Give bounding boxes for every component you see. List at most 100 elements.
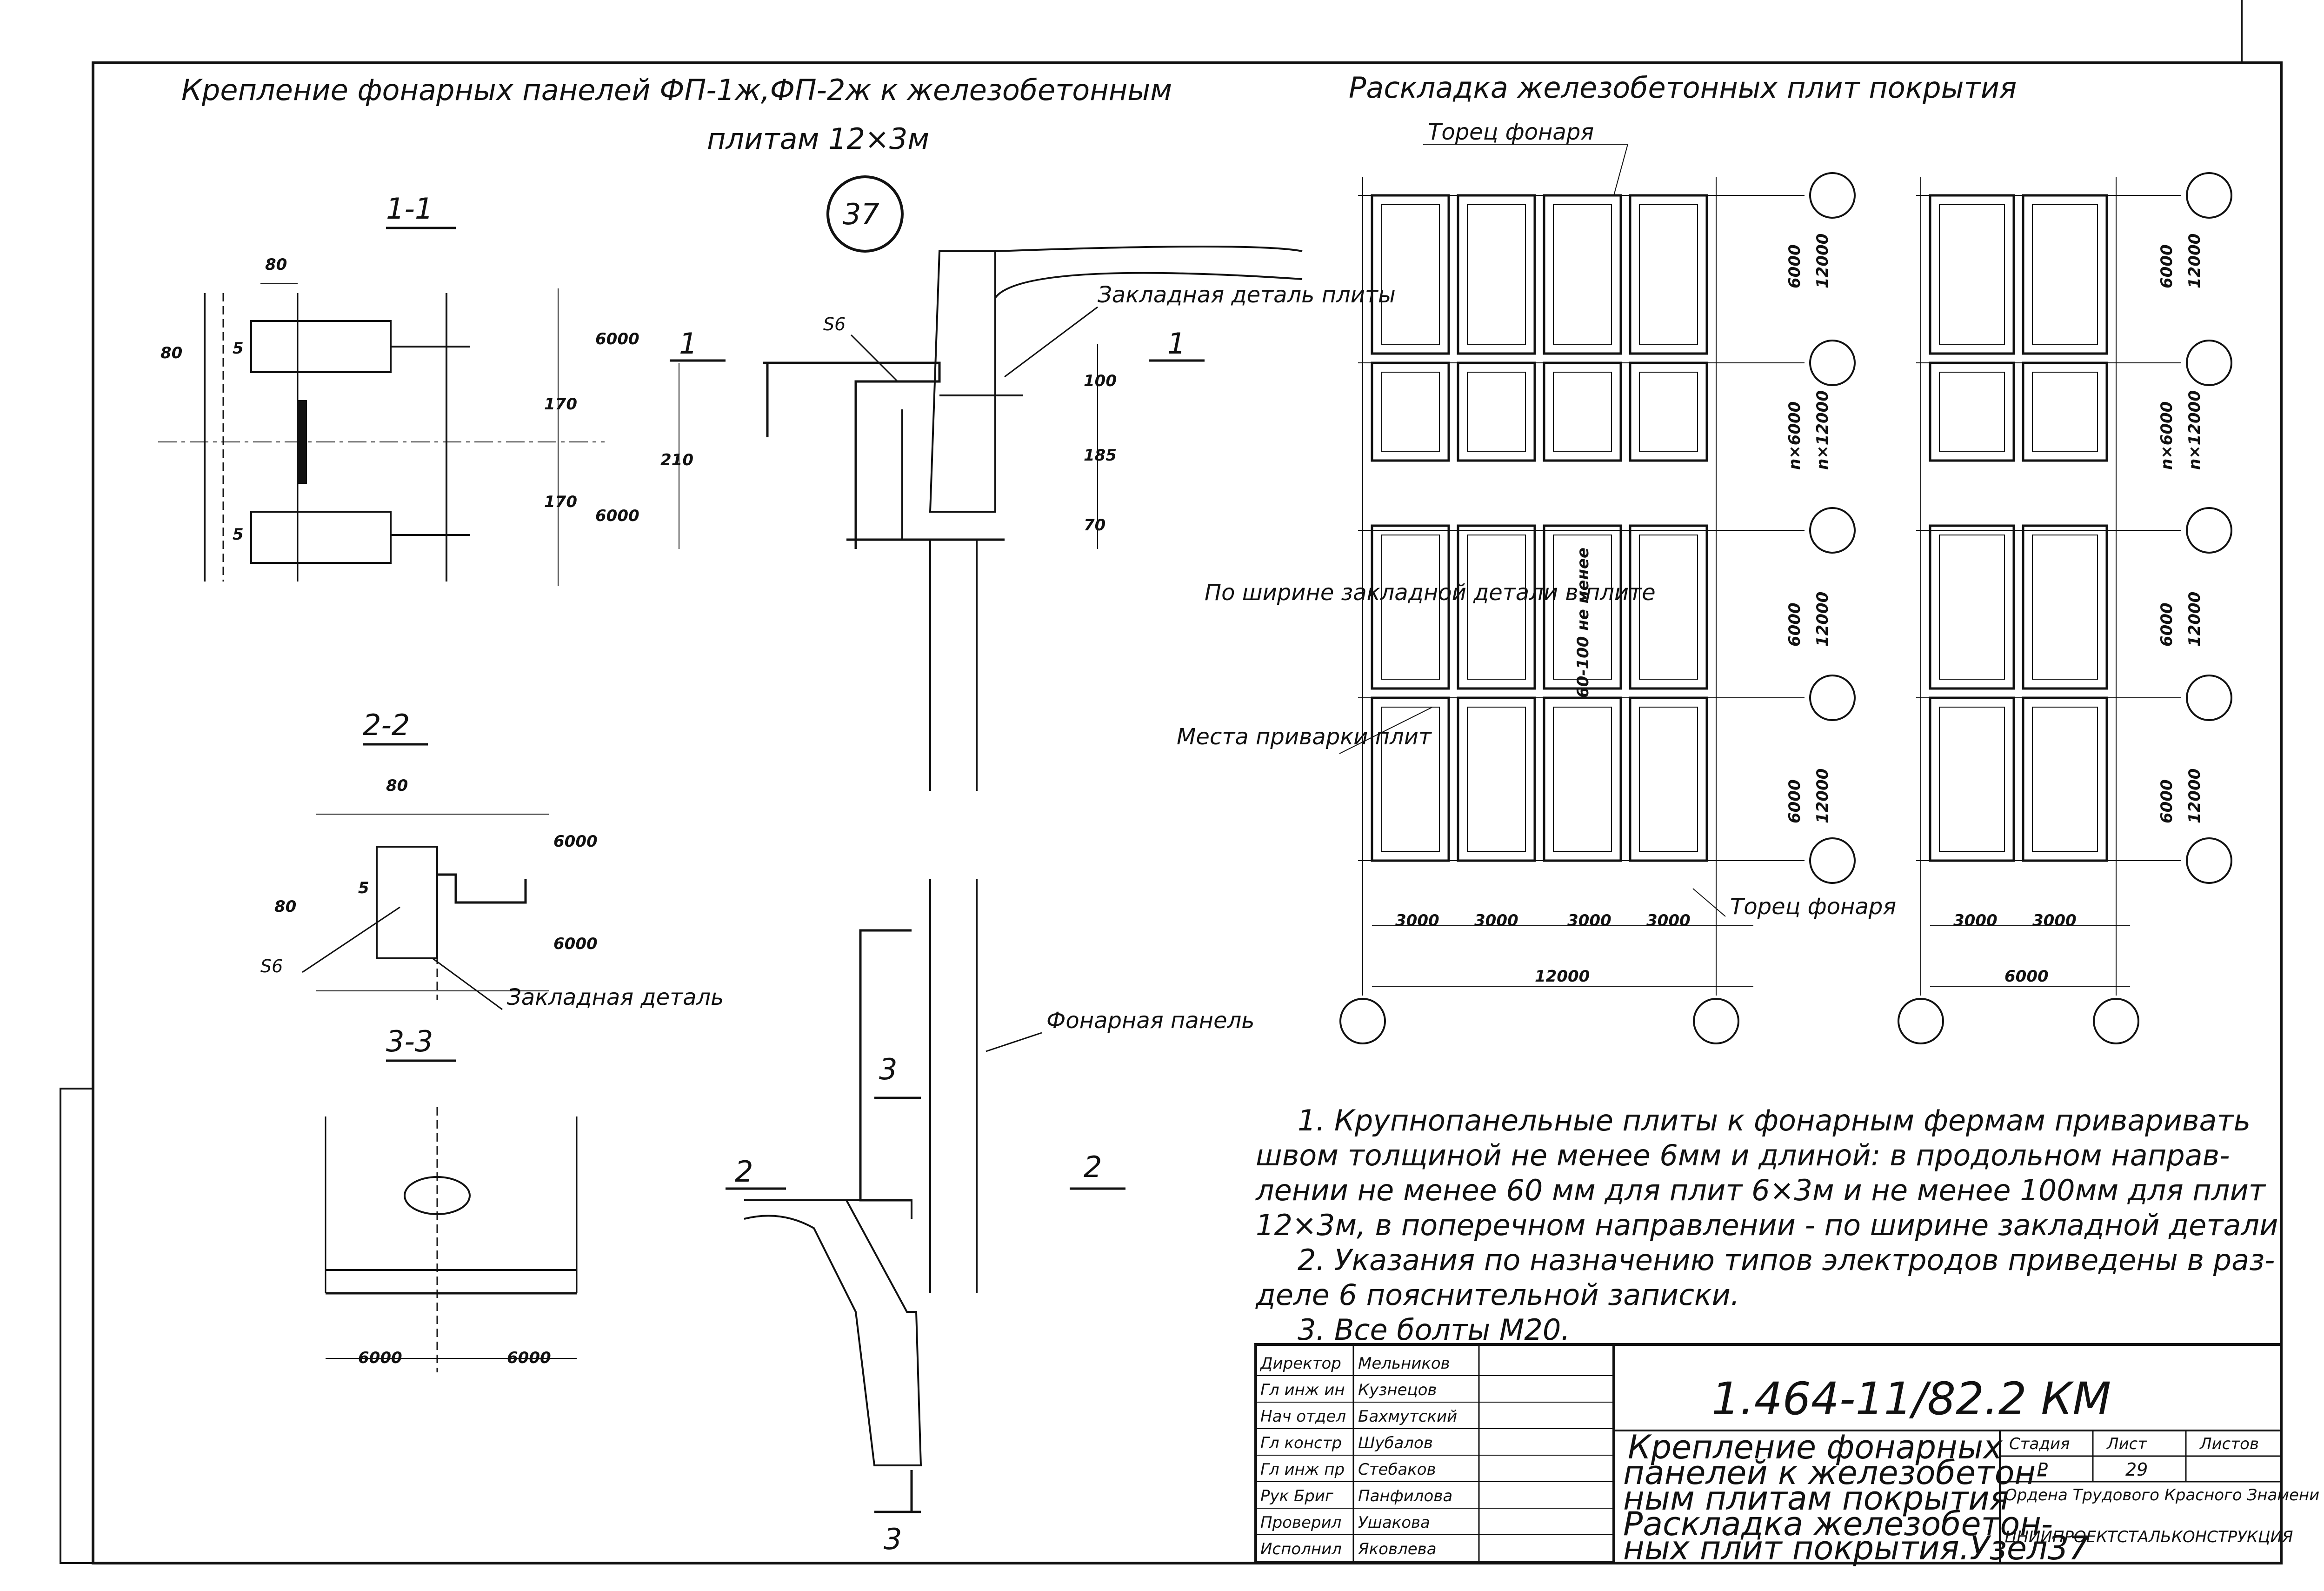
sheet-label: Лист xyxy=(2106,1435,2147,1453)
note-line-3: 12×3м, в поперечном направлении - по шир… xyxy=(1256,1208,2278,1242)
axis-bubble-0 xyxy=(1809,172,1856,219)
slab-2-2 xyxy=(1543,524,1622,690)
sig-role-1: Гл инж ин xyxy=(1260,1381,1345,1399)
axis-bubble-bottom-right xyxy=(1693,998,1739,1044)
v12-12000-3: 12000 xyxy=(1813,769,1832,823)
sheet-title-3: Раскладка железобетон- xyxy=(1623,1505,2053,1543)
section-2-2: 2-2 80 80 5 6000 6000 S6 Закладная детал… xyxy=(260,708,724,1010)
s22-embedded-callout: Закладная деталь xyxy=(507,984,724,1010)
slab-inner-2-0 xyxy=(1939,535,2005,680)
axis-bubble-4 xyxy=(1809,837,1856,884)
slab-2-1 xyxy=(1457,524,1536,690)
v6-12000-3: 12000 xyxy=(2185,769,2204,823)
note-line-5: деле 6 пояснительной записки. xyxy=(1255,1278,1740,1312)
slab-2-0 xyxy=(1371,524,1450,690)
slab-3-0 xyxy=(1371,696,1450,862)
slab-3-3 xyxy=(1629,696,1708,862)
slab-1-0 xyxy=(1371,361,1450,462)
s11-dim-6000b: 6000 xyxy=(595,507,639,525)
lantern-panel-detail: Фонарная панель 2 2 3 3 xyxy=(726,879,1255,1556)
v12-6000-3: 6000 xyxy=(1785,779,1804,823)
section-1-1: 1-1 80 80 5 5 170 170 6000 6000 xyxy=(158,192,639,586)
slab-2-3 xyxy=(1629,524,1708,690)
axis-bubble-bottom-right xyxy=(2093,998,2139,1044)
axis-bubble-1 xyxy=(2186,340,2232,386)
axis-bubble-3 xyxy=(1809,675,1856,721)
s11-dim-5b: 5 xyxy=(233,525,244,544)
slab-inner-1-0 xyxy=(1381,372,1440,452)
v12-n12000: n×12000 xyxy=(1813,390,1832,470)
slab-3-0 xyxy=(1929,696,2015,862)
cut-mark-1-right: 1 xyxy=(1167,327,1185,361)
slab-layout-12000: 3000 3000 3000 3000 12000 Торец фонаря Т… xyxy=(1177,119,1896,1044)
sig-role-3: Гл констр xyxy=(1260,1434,1342,1452)
slab-inner-1-1 xyxy=(1467,372,1526,452)
slab-0-1 xyxy=(1457,194,1536,355)
s22-dim-80b: 80 xyxy=(274,897,296,916)
slab-3-1 xyxy=(2022,696,2108,862)
slab-inner-3-3 xyxy=(1639,707,1698,852)
lay12-dim-3000a: 3000 xyxy=(1395,911,1439,930)
slab-inner-2-2 xyxy=(1553,535,1612,680)
v12-12000-2: 12000 xyxy=(1813,592,1832,647)
binding-strip xyxy=(60,1088,94,1564)
note-line-0: 1. Крупнопанельные плиты к фонарным ферм… xyxy=(1298,1103,2251,1137)
slab-inner-0-0 xyxy=(1939,204,2005,345)
s22-dim-6000b: 6000 xyxy=(553,935,598,953)
slab-inner-0-0 xyxy=(1381,204,1440,345)
left-title-line1: Крепление фонарных панелей ФП-1ж,ФП-2ж к… xyxy=(181,73,1172,107)
weld-length-note: 60-100 не менее xyxy=(1574,548,1592,698)
s22-s6-label: S6 xyxy=(260,956,283,976)
notes: 1. Крупнопанельные плиты к фонарным ферм… xyxy=(1255,1103,2278,1347)
slab-inner-0-1 xyxy=(1467,204,1526,345)
sig-name-3: Шубалов xyxy=(1358,1434,1433,1452)
node-number: 37 xyxy=(843,197,879,231)
lantern-panel-callout: Фонарная панель xyxy=(1046,1008,1255,1034)
lantern-end-bottom: Торец фонаря xyxy=(1730,894,1896,920)
slab-inner-3-0 xyxy=(1381,707,1440,852)
v12-6000-2: 6000 xyxy=(1785,602,1804,647)
s22-dim-6000a: 6000 xyxy=(553,832,598,851)
slab-1-2 xyxy=(1543,361,1622,462)
s22-dim-80: 80 xyxy=(386,776,408,795)
s11-dim-80: 80 xyxy=(265,255,287,274)
s11-dim-170a: 170 xyxy=(544,395,577,414)
cut-mark-3-bottom: 3 xyxy=(884,1522,902,1556)
sig-name-6: Ушакова xyxy=(1358,1513,1430,1532)
slab-inner-3-1 xyxy=(1467,707,1526,852)
right-title: Раскладка железобетонных плит покрытия xyxy=(1349,71,2017,105)
lay12-dim-12000: 12000 xyxy=(1535,967,1590,986)
slab-inner-2-0 xyxy=(1381,535,1440,680)
section-3-3-label: 3-3 xyxy=(386,1024,433,1058)
v6-6000-2: 6000 xyxy=(2158,602,2176,647)
sig-name-2: Бахмутский xyxy=(1358,1407,1457,1426)
slab-layout-6000: 3000 3000 6000 xyxy=(1898,172,2232,1044)
sig-role-7: Исполнил xyxy=(1260,1540,1342,1558)
v6-n12000: n×12000 xyxy=(2185,390,2204,470)
note-line-2: лении не менее 60 мм для плит 6×3м и не … xyxy=(1255,1173,2266,1207)
v6-6000-3: 6000 xyxy=(2158,779,2176,823)
s33-dim-6000b: 6000 xyxy=(507,1349,551,1367)
s11-dim-80b: 80 xyxy=(160,344,182,362)
slab-2-1 xyxy=(2022,524,2108,690)
sheets-label: Листов xyxy=(2199,1435,2259,1453)
slab-1-1 xyxy=(1457,361,1536,462)
lay6-dim-3000a: 3000 xyxy=(1953,911,1998,930)
lay12-dim-3000b: 3000 xyxy=(1474,911,1518,930)
sheet-value: 29 xyxy=(2125,1459,2148,1480)
sig-name-1: Кузнецов xyxy=(1358,1381,1437,1399)
axis-bubble-bottom-left xyxy=(1339,998,1386,1044)
lay12-dim-3000d: 3000 xyxy=(1646,911,1691,930)
s11-dim-5a: 5 xyxy=(233,339,244,358)
slab-0-0 xyxy=(1371,194,1450,355)
slab-grid-6000 xyxy=(1898,172,2232,1044)
slab-inner-0-2 xyxy=(1553,204,1612,345)
sig-role-0: Директор xyxy=(1259,1354,1341,1373)
stage-label: Стадия xyxy=(2009,1435,2070,1453)
slab-0-0 xyxy=(1929,194,2015,355)
sig-role-6: Проверил xyxy=(1260,1513,1341,1532)
note-line-1: швом толщиной не менее 6мм и длиной: в п… xyxy=(1256,1138,2230,1172)
node-dim-100: 100 xyxy=(1084,372,1117,390)
